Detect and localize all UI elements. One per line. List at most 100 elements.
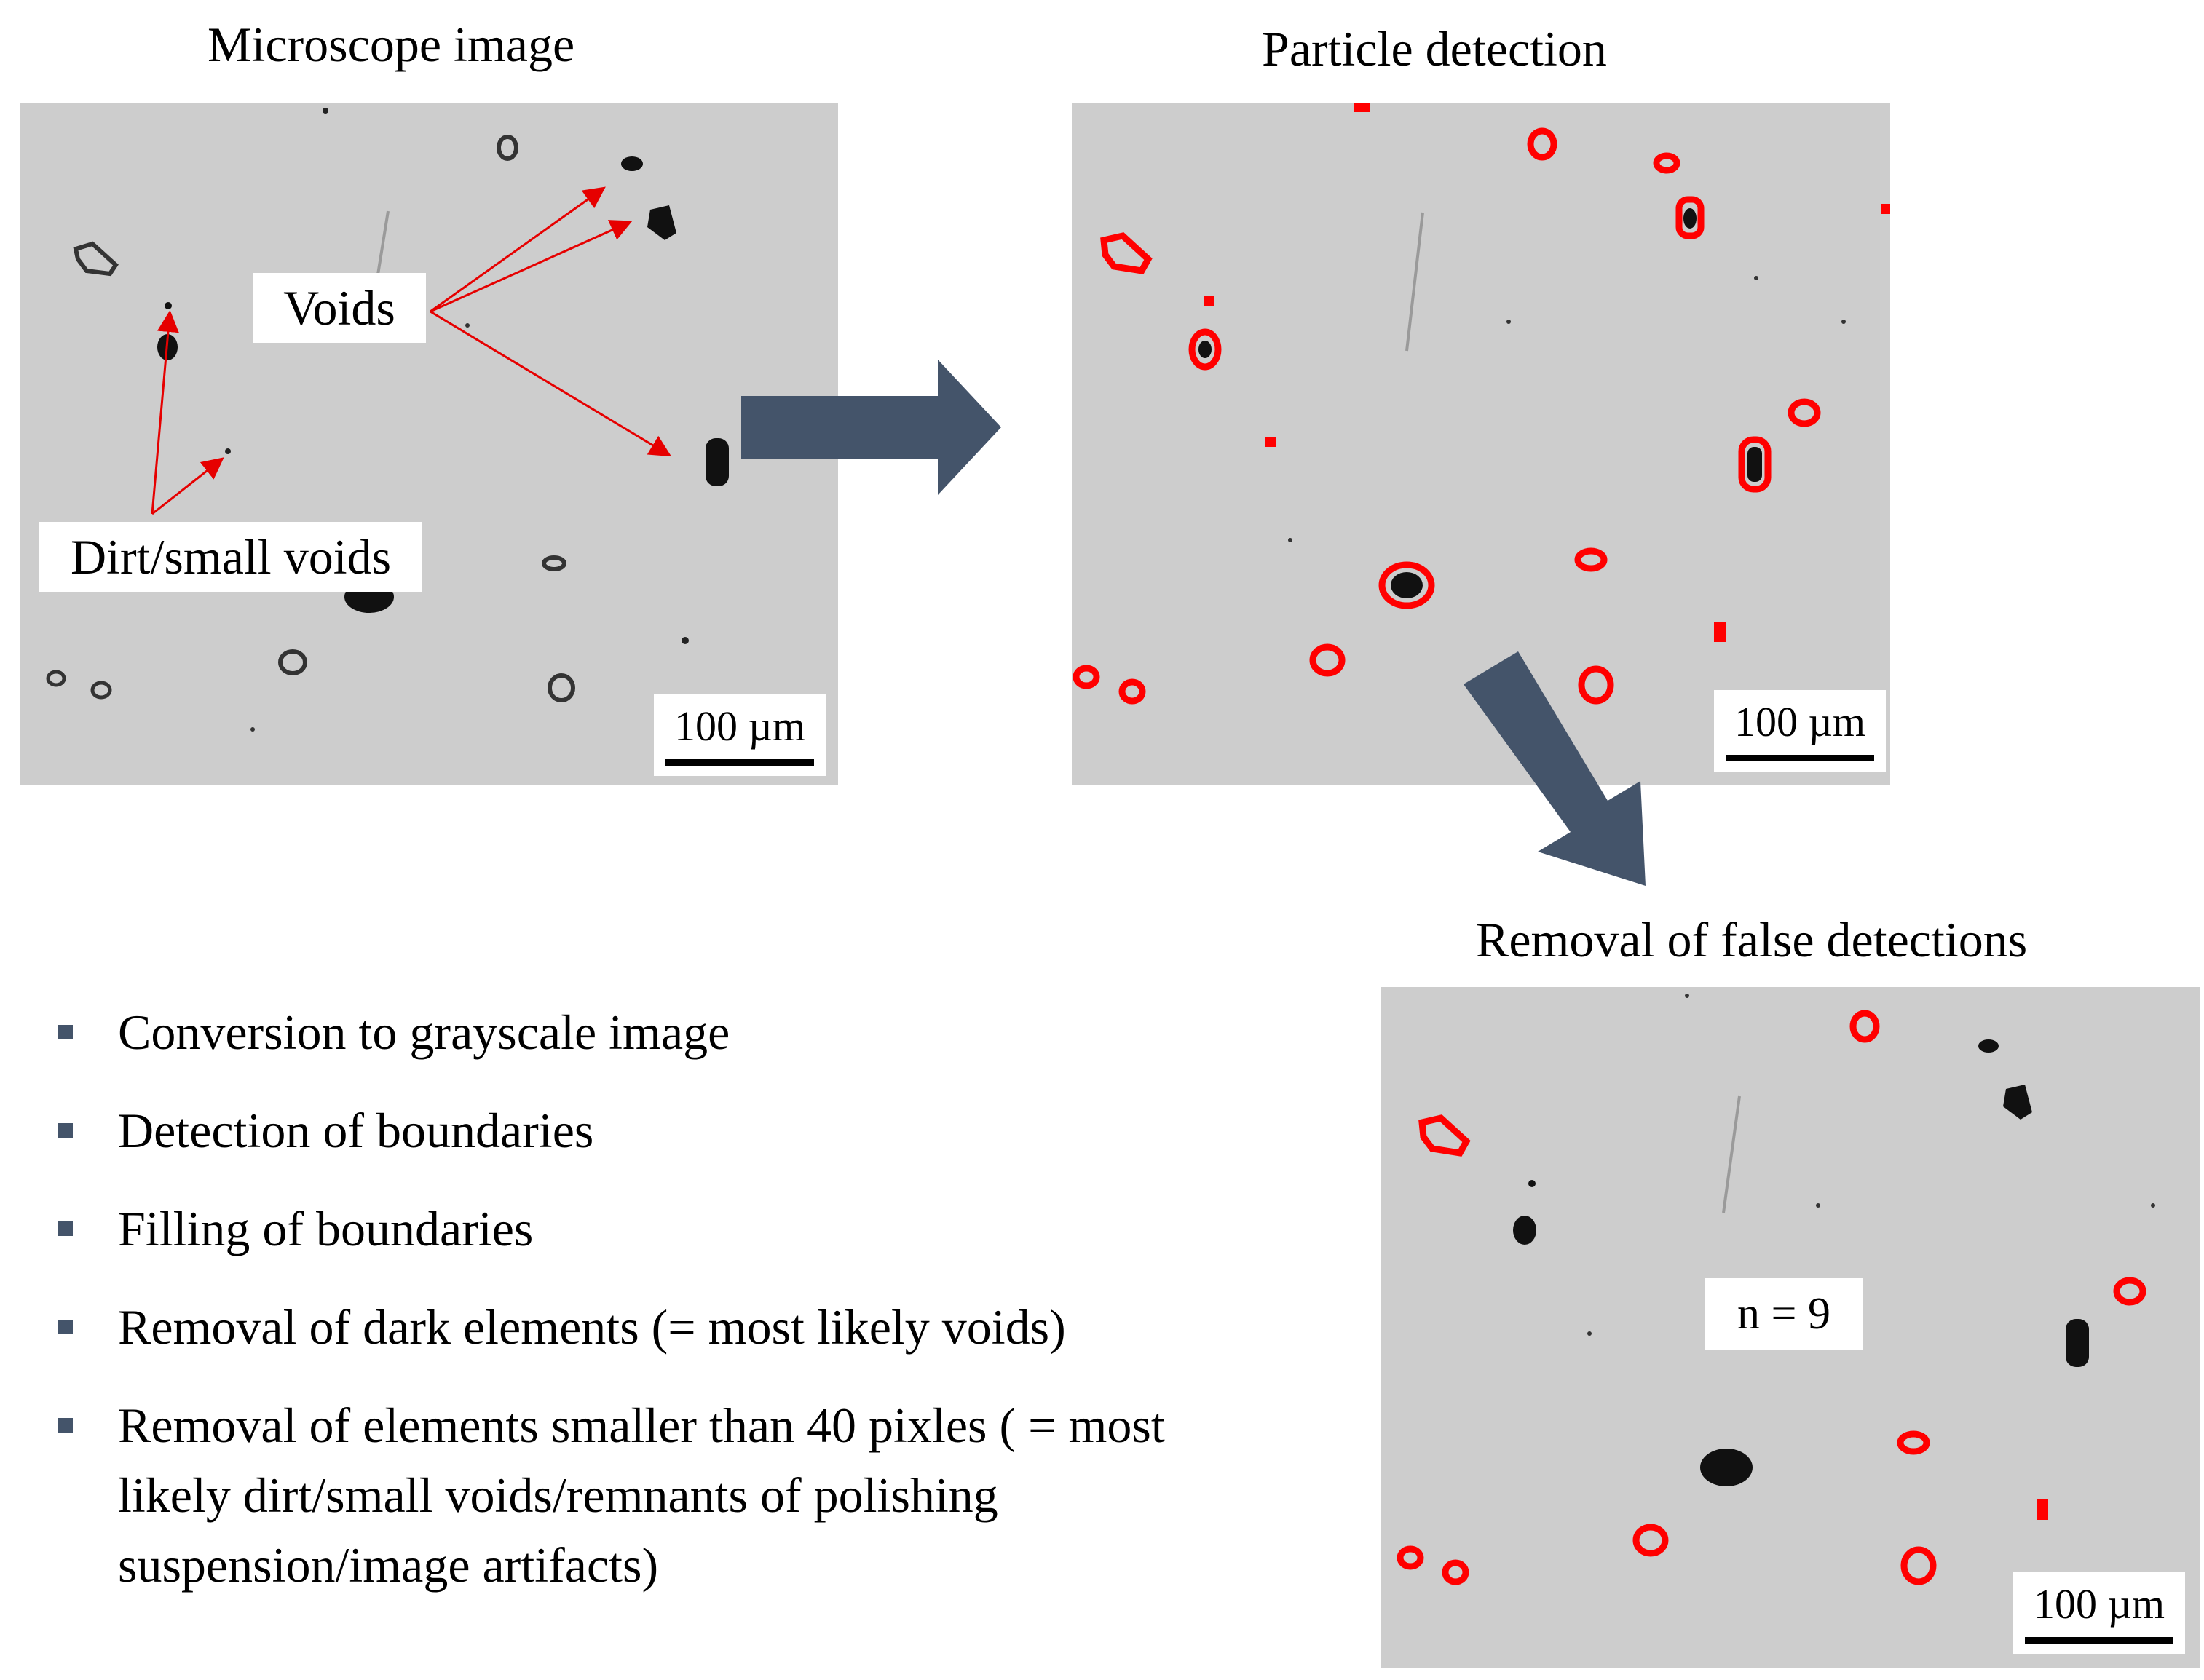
detection-outline: [1527, 127, 1557, 161]
dirt: [1685, 994, 1689, 998]
microscope-title: Microscope image: [208, 17, 575, 72]
detection-outline: [1897, 1430, 1930, 1455]
scale-line: [1726, 755, 1874, 761]
void: [2066, 1319, 2089, 1367]
dirt: [1528, 1180, 1536, 1187]
scale-label: 100 µm: [674, 702, 806, 750]
detection-dot: [1714, 622, 1726, 642]
void: [1747, 447, 1762, 482]
removal-specimen: [1397, 994, 2155, 1585]
bullet-square-icon: [58, 1320, 73, 1334]
particle: [497, 135, 518, 161]
step-item: Filling of boundaries: [58, 1194, 1296, 1264]
step-text: Removal of dark elements (= most likely …: [118, 1299, 1066, 1355]
detection-outline: [1118, 678, 1146, 705]
dirt: [2151, 1203, 2155, 1208]
detection-outline: [1738, 436, 1772, 493]
count-label: n = 9: [1705, 1278, 1863, 1350]
dirt: [1816, 1203, 1820, 1208]
particle: [548, 673, 575, 702]
dirt: [323, 108, 328, 114]
voids-callout: Voids: [253, 273, 426, 343]
bullet-square-icon: [58, 1221, 73, 1236]
void: [1198, 341, 1212, 358]
detection-outline: [1578, 665, 1614, 705]
detection-image: 100 µm: [1072, 103, 1890, 785]
step-text: Filling of boundaries: [118, 1201, 534, 1256]
particle: [46, 670, 66, 687]
detection-outline: [1100, 232, 1153, 274]
detection-outline: [2113, 1277, 2146, 1306]
microscope-specimen: [46, 108, 757, 732]
microscope-scale-bar: 100 µm: [654, 694, 826, 776]
dirt: [225, 448, 231, 454]
void: [706, 438, 729, 486]
detection-outline: [1397, 1545, 1424, 1570]
particle: [542, 555, 566, 571]
void: [1978, 1039, 1999, 1053]
step-item: Removal of dark elements (= most likely …: [58, 1292, 1296, 1362]
void: [1391, 572, 1423, 598]
scratch-mark: [1405, 212, 1424, 352]
detection-specimen: [1073, 103, 1890, 705]
detection-outline: [1788, 398, 1821, 427]
particle: [278, 649, 307, 675]
detection-outline: [1653, 152, 1680, 174]
void: [1513, 1216, 1536, 1245]
scale-line: [665, 759, 814, 766]
detection-dot: [2037, 1499, 2048, 1520]
void-pointer-arrows: [151, 186, 672, 515]
process-arrow-down: [1464, 651, 1646, 886]
bullet-square-icon: [58, 1418, 73, 1433]
void: [2003, 1085, 2032, 1120]
step-item: Detection of boundaries: [58, 1095, 1296, 1165]
particle: [73, 241, 119, 277]
void: [1700, 1449, 1753, 1486]
process-steps-list: Conversion to grayscale image Detection …: [58, 997, 1296, 1628]
bullet-square-icon: [58, 1123, 73, 1138]
scale-label: 100 µm: [2033, 1580, 2165, 1628]
detection-outline: [1900, 1546, 1937, 1585]
void: [647, 205, 676, 240]
scratch-mark: [1722, 1095, 1741, 1213]
detection-outline: [1442, 1559, 1469, 1585]
removal-title: Removal of false detections: [1476, 912, 2028, 967]
step-text: Removal of elements smaller than 40 pixl…: [118, 1398, 1165, 1593]
void: [1683, 208, 1697, 229]
detection-outline: [1849, 1010, 1880, 1043]
scale-label: 100 µm: [1734, 698, 1866, 745]
microscope-image: Voids Dirt/small voids 100 µm: [20, 103, 838, 785]
step-text: Detection of boundaries: [118, 1103, 594, 1158]
detection-outline: [1309, 643, 1346, 677]
detection-outline: [1632, 1524, 1669, 1557]
detection-dot: [1204, 296, 1214, 306]
scratch-mark: [376, 210, 390, 275]
detection-dot: [1265, 437, 1276, 447]
step-item: Removal of elements smaller than 40 pixl…: [58, 1390, 1283, 1600]
detection-outline: [1574, 547, 1608, 572]
particle: [90, 681, 112, 700]
scale-line: [2025, 1637, 2173, 1644]
detection-dot: [1881, 204, 1890, 214]
void: [621, 156, 643, 171]
detection-outline: [1418, 1114, 1471, 1157]
detection-outline: [1378, 561, 1435, 609]
detection-dot: [1354, 103, 1370, 112]
step-text: Conversion to grayscale image: [118, 1005, 730, 1060]
dirt: [1288, 538, 1292, 542]
detection-title: Particle detection: [1262, 21, 1607, 76]
dirt: [1754, 276, 1758, 280]
removal-image: n = 9 100 µm: [1381, 987, 2200, 1668]
dirt: [250, 727, 255, 732]
removal-scale-bar: 100 µm: [2013, 1572, 2185, 1654]
dirt: [682, 637, 689, 644]
step-item: Conversion to grayscale image: [58, 997, 1296, 1067]
detection-scale-bar: 100 µm: [1714, 690, 1886, 772]
dirt: [465, 323, 470, 328]
detection-outline: [1073, 665, 1100, 689]
dirt: [165, 302, 172, 309]
dirt: [1506, 320, 1511, 324]
detection-outline: [1675, 196, 1705, 239]
dirt: [1841, 320, 1846, 324]
detection-outline: [1188, 328, 1222, 371]
